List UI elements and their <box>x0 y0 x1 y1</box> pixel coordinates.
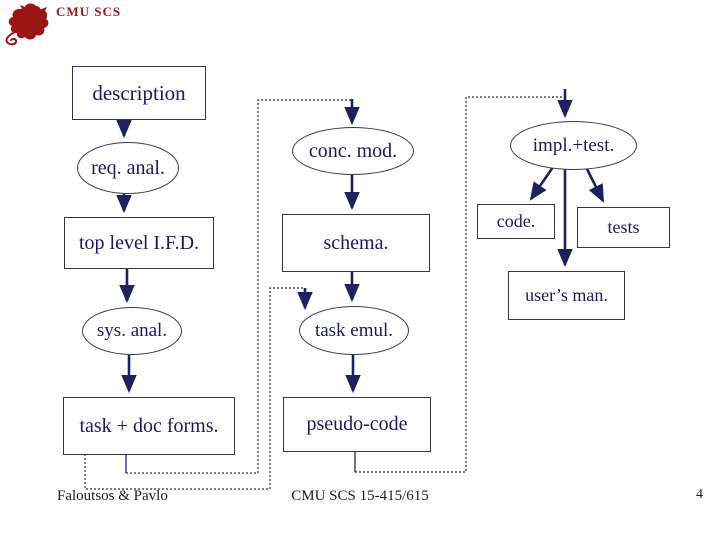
node-conc-mod-label: conc. mod. <box>308 139 398 162</box>
node-users-man: user’s man. <box>508 271 625 320</box>
node-sys-anal-label: sys. anal. <box>96 320 168 341</box>
footer-course-id: CMU SCS 15-415/615 <box>291 488 429 504</box>
node-code: code. <box>477 204 555 239</box>
node-pseudo-code: pseudo-code <box>283 397 431 452</box>
node-task-emul-label: task emul. <box>314 319 394 341</box>
cmu-dragon-icon <box>5 3 49 46</box>
node-pseudo-code-label: pseudo-code <box>306 413 408 435</box>
node-sys-anal: sys. anal. <box>82 307 182 355</box>
footer-page-number: 4 <box>696 487 703 502</box>
node-tests-label: tests <box>607 217 640 237</box>
node-req-anal-label: req. anal. <box>91 156 165 179</box>
node-description-label: description <box>92 80 186 105</box>
node-req-anal: req. anal. <box>77 142 179 194</box>
node-conc-mod: conc. mod. <box>292 127 414 175</box>
node-tests: tests <box>577 207 670 248</box>
node-top-level-ifd-label: top level I.F.D. <box>78 231 200 254</box>
dotted-feedback-taskdoc-to-taskemul <box>84 287 305 490</box>
node-schema-label: schema. <box>323 231 389 254</box>
node-task-doc-forms: task + doc forms. <box>63 397 235 455</box>
node-top-level-ifd: top level I.F.D. <box>64 217 214 269</box>
node-impl-test-label: impl.+test. <box>532 134 615 156</box>
node-task-doc-forms-label: task + doc forms. <box>79 414 219 437</box>
node-task-emul: task emul. <box>299 306 409 355</box>
node-users-man-label: user’s man. <box>525 285 608 305</box>
node-description: description <box>72 66 206 120</box>
arrow-impltest-to-code <box>529 166 555 201</box>
header-course-title: CMU SCS <box>56 4 122 19</box>
footer-authors: Faloutsos & Pavlo <box>57 488 168 504</box>
dotted-feedback-taskdoc-to-concmod <box>126 99 352 474</box>
node-code-label: code. <box>496 211 536 231</box>
node-impl-test: impl.+test. <box>510 121 637 170</box>
arrow-impltest-to-tests <box>584 166 605 203</box>
node-schema: schema. <box>282 214 430 272</box>
